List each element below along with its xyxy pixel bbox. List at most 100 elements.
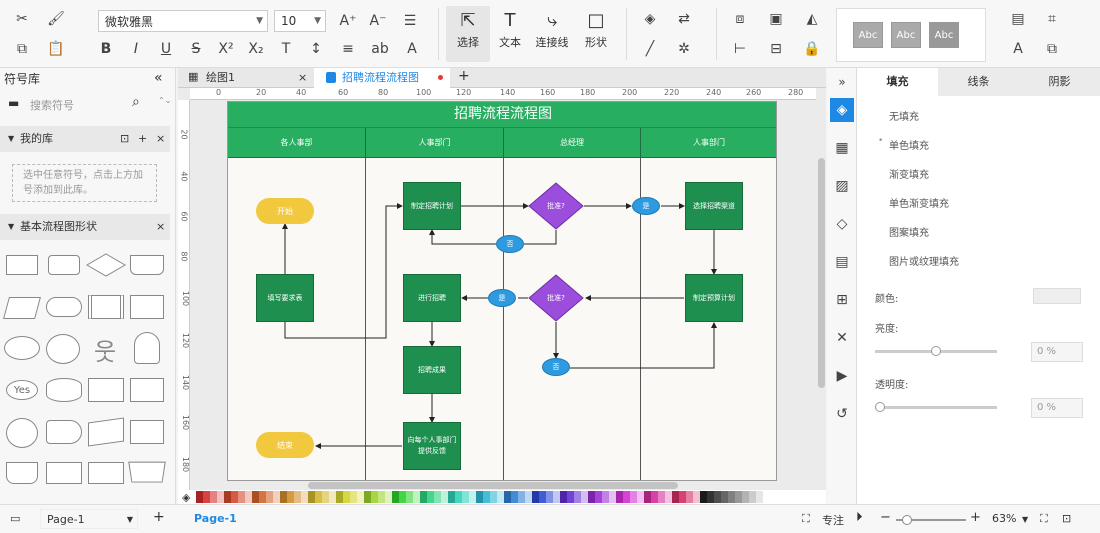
document-shape[interactable]: [130, 255, 164, 275]
palette-swatch[interactable]: [749, 491, 756, 503]
palette-swatch[interactable]: [497, 491, 504, 503]
drawing-page[interactable]: 招聘流程流程图 各人事部 人事部门 总经理 人事部门: [227, 101, 777, 481]
yes-shape[interactable]: Yes: [6, 380, 38, 400]
palette-swatch[interactable]: [287, 491, 294, 503]
palette-swatch[interactable]: [378, 491, 385, 503]
scroll-arrows-icon[interactable]: ⌃⌄: [158, 96, 172, 105]
palette-swatch[interactable]: [707, 491, 714, 503]
stored-data-shape[interactable]: [46, 420, 82, 444]
palette-swatch[interactable]: [588, 491, 595, 503]
alt-process-shape[interactable]: [48, 255, 80, 275]
option-gradient-fill[interactable]: 渐变填充: [889, 170, 929, 181]
close-icon[interactable]: ×: [298, 71, 308, 84]
zoom-in-icon[interactable]: +: [970, 510, 981, 525]
paper-tape-shape[interactable]: [46, 462, 82, 484]
display-shape[interactable]: [88, 462, 124, 484]
palette-swatch[interactable]: [259, 491, 266, 503]
option-single-gradient[interactable]: 单色渐变填充: [889, 199, 949, 210]
palette-swatch[interactable]: [476, 491, 483, 503]
slider-knob[interactable]: [875, 402, 885, 412]
fill-color-icon[interactable]: ◈: [182, 490, 191, 504]
palette-swatch[interactable]: [371, 491, 378, 503]
palette-swatch[interactable]: [665, 491, 672, 503]
page-select[interactable]: Page-1 ▼: [40, 509, 138, 529]
search-icon[interactable]: ⌕: [132, 94, 140, 110]
fill-icon[interactable]: ◈: [644, 11, 656, 27]
palette-swatch[interactable]: [357, 491, 364, 503]
palette-swatch[interactable]: [539, 491, 546, 503]
close-icon[interactable]: ×: [156, 132, 166, 145]
style-swatch[interactable]: Abc: [853, 22, 883, 48]
palette-swatch[interactable]: [392, 491, 399, 503]
format-icon[interactable]: A: [1013, 41, 1023, 57]
transparency-input[interactable]: 0 %: [1031, 398, 1083, 418]
tab-line[interactable]: 线条: [938, 68, 1019, 96]
palette-swatch[interactable]: [434, 491, 441, 503]
group-icon[interactable]: ▣: [769, 11, 783, 27]
tab-shadow[interactable]: 阴影: [1019, 68, 1100, 96]
predefined-process-shape[interactable]: [88, 295, 124, 319]
palette-swatch[interactable]: [742, 491, 749, 503]
horizontal-scrollbar[interactable]: [308, 482, 678, 489]
end-node[interactable]: 结束: [256, 432, 314, 458]
font-shrink-icon[interactable]: A⁻: [369, 13, 387, 29]
palette-swatch[interactable]: [567, 491, 574, 503]
palette-swatch[interactable]: [609, 491, 616, 503]
connector-shape[interactable]: [6, 418, 38, 448]
subscript-icon[interactable]: X₂: [248, 41, 264, 57]
palette-swatch[interactable]: [490, 491, 497, 503]
import-icon[interactable]: ⊡: [120, 132, 130, 145]
list-icon[interactable]: ≡: [342, 41, 354, 57]
palette-swatch[interactable]: [266, 491, 273, 503]
option-no-fill[interactable]: 无填充: [889, 112, 919, 123]
palette-swatch[interactable]: [721, 491, 728, 503]
feedback-node[interactable]: 向每个人事部门提供反馈: [403, 422, 461, 470]
collapse-icon[interactable]: «: [154, 70, 163, 86]
palette-swatch[interactable]: [294, 491, 301, 503]
palette-swatch[interactable]: [399, 491, 406, 503]
option-pattern-fill[interactable]: 图案填充: [889, 228, 929, 239]
expand-icon[interactable]: »: [838, 75, 846, 89]
palette-swatch[interactable]: [217, 491, 224, 503]
palette-swatch[interactable]: [322, 491, 329, 503]
my-library-header[interactable]: ▼ 我的库 ⊡ + ×: [0, 126, 170, 152]
palette-swatch[interactable]: [203, 491, 210, 503]
line-spacing-icon[interactable]: ↕: [310, 41, 322, 57]
page-layout-icon[interactable]: ▭: [10, 512, 21, 525]
palette-swatch[interactable]: [644, 491, 651, 503]
result-node[interactable]: 招聘成果: [403, 346, 461, 394]
palette-swatch[interactable]: [280, 491, 287, 503]
palette-swatch[interactable]: [658, 491, 665, 503]
palette-swatch[interactable]: [273, 491, 280, 503]
internal-storage-shape[interactable]: [130, 295, 164, 319]
diagram-title[interactable]: 招聘流程流程图: [228, 102, 776, 128]
data-icon[interactable]: ⊞: [836, 292, 848, 308]
no-label-2[interactable]: 否: [542, 358, 570, 376]
arrange-icon[interactable]: ⧈: [735, 11, 745, 27]
palette-swatch[interactable]: [427, 491, 434, 503]
transparency-slider[interactable]: [875, 402, 997, 412]
option-solid-fill[interactable]: 单色填充: [889, 141, 929, 152]
chevron-down-icon[interactable]: ▼: [1022, 515, 1029, 524]
zoom-knob[interactable]: [902, 515, 912, 525]
palette-swatch[interactable]: [196, 491, 203, 503]
underline-icon[interactable]: U: [160, 41, 172, 57]
bold-icon[interactable]: B: [100, 41, 112, 57]
palette-swatch[interactable]: [518, 491, 525, 503]
cut-icon[interactable]: ✂: [16, 11, 28, 27]
card-shape[interactable]: [88, 378, 124, 402]
manual-input-shape[interactable]: [130, 378, 164, 402]
layers-icon[interactable]: ◇: [836, 216, 848, 232]
slider-knob[interactable]: [931, 346, 941, 356]
flip-icon[interactable]: ◭: [806, 11, 818, 27]
palette-swatches[interactable]: [196, 491, 763, 503]
palette-swatch[interactable]: [532, 491, 539, 503]
paste-icon[interactable]: 📋: [47, 41, 65, 57]
palette-swatch[interactable]: [623, 491, 630, 503]
palette-swatch[interactable]: [336, 491, 343, 503]
decision-shape[interactable]: [86, 253, 126, 277]
palette-swatch[interactable]: [406, 491, 413, 503]
palette-swatch[interactable]: [525, 491, 532, 503]
palette-swatch[interactable]: [343, 491, 350, 503]
palette-swatch[interactable]: [245, 491, 252, 503]
